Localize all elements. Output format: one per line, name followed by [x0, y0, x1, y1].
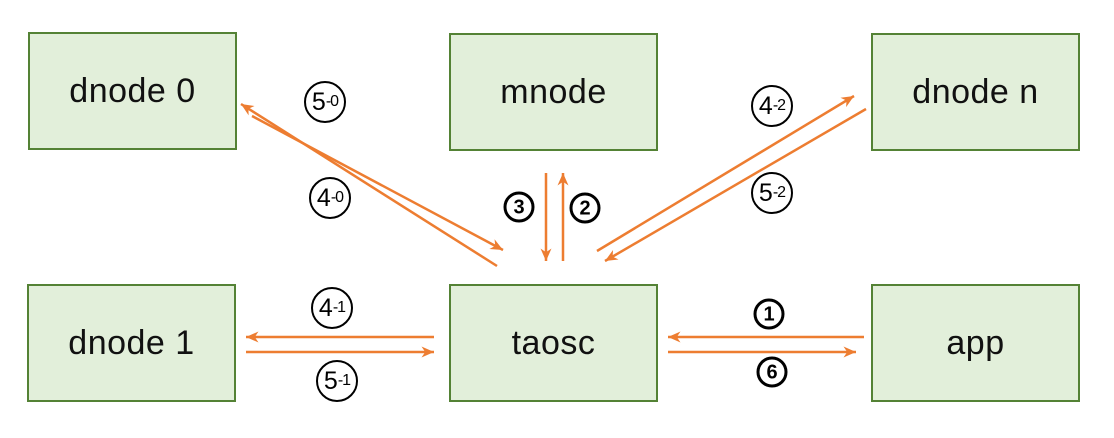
node-app: app: [871, 284, 1080, 402]
edge-5-0-line: [240, 102, 498, 268]
edge-label-6: 6: [756, 356, 788, 388]
node-dnode-1: dnode 1: [27, 284, 236, 402]
edge-label-4-2-main: 4: [758, 91, 773, 120]
edge-label-5-1: 5-1: [316, 360, 358, 402]
node-app-label: app: [946, 323, 1005, 362]
edge-label-4-1-main: 4: [318, 293, 333, 322]
edge-label-1-main: 1: [763, 303, 775, 325]
edge-label-2: 2: [569, 192, 601, 224]
edge-label-5-2-sub: -2: [772, 184, 786, 201]
edge-label-5-1-main: 5: [323, 366, 338, 395]
edge-label-6-main: 6: [766, 361, 778, 383]
node-dnode-n-label: dnode n: [912, 72, 1039, 111]
node-taosc: taosc: [449, 284, 658, 402]
node-dnode-1-label: dnode 1: [68, 323, 195, 362]
edge-label-5-2: 5-2: [751, 172, 793, 214]
edge-label-3: 3: [503, 191, 535, 223]
edge-4-2-line: [596, 94, 855, 253]
node-dnode-n: dnode n: [871, 33, 1080, 151]
edge-label-1: 1: [753, 298, 785, 330]
edge-label-4-2: 4-2: [751, 85, 793, 127]
edge-label-5-0-sub: -0: [325, 93, 339, 110]
node-taosc-label: taosc: [511, 323, 596, 362]
node-dnode-0: dnode 0: [28, 32, 237, 150]
edge-label-4-2-sub: -2: [772, 97, 786, 114]
edge-label-5-0: 5-0: [304, 81, 346, 123]
node-dnode-0-label: dnode 0: [69, 71, 196, 110]
edge-4-0-line: [251, 114, 504, 252]
edge-label-2-main: 2: [579, 197, 591, 219]
edge-label-5-0-main: 5: [311, 87, 326, 116]
edge-label-4-1-sub: -1: [332, 299, 346, 316]
edge-label-5-2-main: 5: [758, 178, 773, 207]
edge-label-4-0: 4-0: [309, 177, 351, 219]
node-mnode-label: mnode: [500, 72, 607, 111]
edge-label-4-1: 4-1: [311, 287, 353, 329]
edge-label-3-main: 3: [513, 196, 525, 218]
edge-label-4-0-sub: -0: [330, 189, 344, 206]
edge-label-4-0-main: 4: [316, 183, 331, 212]
edge-label-5-1-sub: -1: [337, 372, 351, 389]
edge-5-2-line: [604, 107, 867, 263]
node-mnode: mnode: [449, 33, 658, 151]
